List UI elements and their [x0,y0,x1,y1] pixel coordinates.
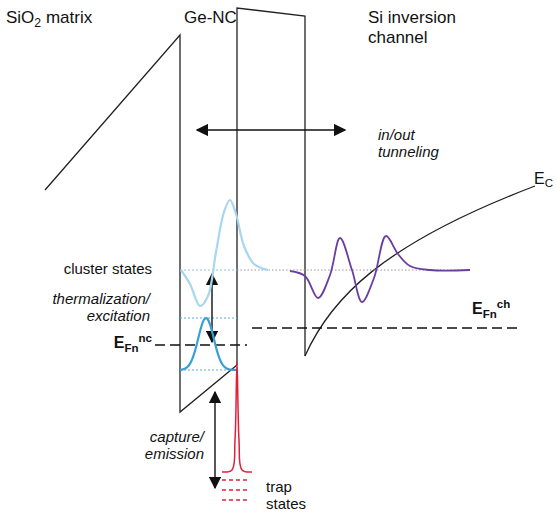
process-label: in/out tunneling [378,126,462,161]
cluster-wavefunction [181,200,268,306]
band-label: EC [534,170,554,191]
fermi-level-nc [155,344,247,346]
label-part: E [114,334,125,351]
cluster-level [180,269,237,270]
region-label: SiO2 matrix [6,8,176,30]
label-part: E [472,300,483,317]
label-part: ch [497,298,510,310]
wavefunctions [180,200,470,472]
tunneling-arrow [197,129,345,130]
label-part: 2 [34,16,41,30]
band-edge [45,35,237,412]
level-label: cluster states [40,260,152,277]
label-part: Fn [483,308,497,320]
trap-wavefunction [222,362,252,472]
label-part: Fn [124,342,138,354]
channel-wavefunction [290,236,470,302]
fermi-label: EFnch [472,298,542,321]
region-label: Ge-NC [184,8,264,28]
level-label: trap states [266,478,326,513]
ground-level-top [180,317,237,318]
trap-level [222,499,250,500]
label-part: nc [139,332,152,344]
trap-level [222,479,250,480]
label-part: matrix [41,8,92,27]
label-part: E [534,170,545,187]
conduction-band-edge [305,186,535,356]
label-part: C [545,177,553,189]
region-label: Si inversion channel [368,8,508,47]
capture-arrow [214,392,215,488]
trap-level [222,489,250,490]
process-label: thermalization/ excitation [30,290,150,325]
tunnel-barrier [237,8,305,365]
ground-state-wavefunction [180,318,237,370]
fermi-level-ch [252,327,522,329]
label-part: SiO [6,8,34,27]
fermi-label: EFnnc [96,332,152,355]
process-label: capture/ emission [126,428,204,463]
